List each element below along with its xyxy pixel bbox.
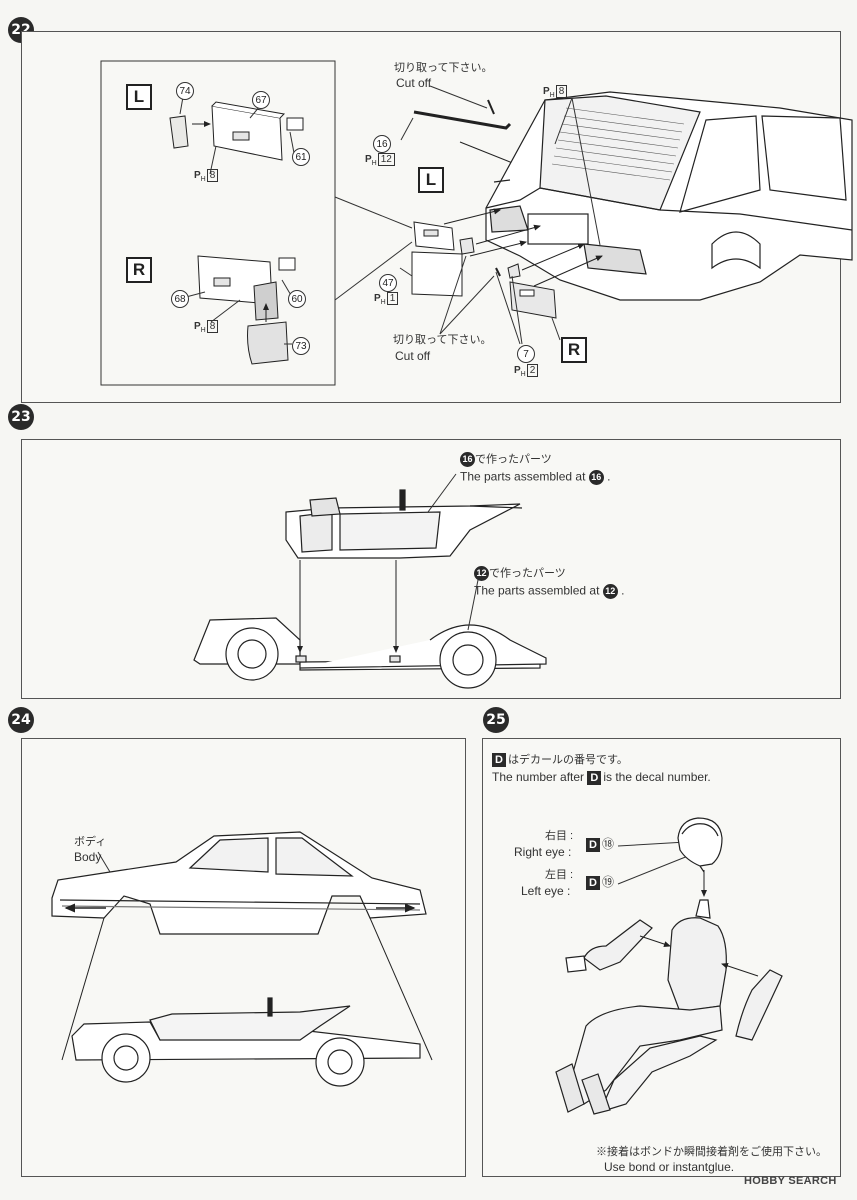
step-number-25: 25 [483, 707, 509, 733]
lamp-right-part [509, 281, 557, 319]
part-number-74: 74 [176, 82, 194, 100]
car-rear-illustration [485, 91, 853, 301]
chassis-with-interior [71, 997, 421, 1087]
left-eye-jp: 左目 : [545, 869, 574, 881]
cut-off-bottom-jp: 切り取って下さい。 [393, 334, 492, 346]
part-number-68: 68 [171, 290, 189, 308]
step23-label12-en: The parts assembled at 12 . [474, 583, 625, 599]
part-number-60: 60 [288, 290, 306, 308]
step25-panel [482, 738, 841, 1177]
glue-note-en: Use bond or instantglue. [604, 1160, 735, 1174]
left-side-badge-inset: L [126, 84, 152, 110]
cut-off-bottom-en: Cut off [395, 349, 431, 363]
cut-off-top-en: Cut off [396, 76, 432, 90]
left-eye-en: Left eye : [521, 884, 571, 898]
right-eye-en: Right eye : [514, 845, 572, 859]
watermark: HOBBY SEARCH [744, 1175, 837, 1187]
body-label-en: Body [74, 850, 102, 864]
part-number-16: 16 [373, 135, 391, 153]
chassis-side [193, 617, 547, 689]
step-number-23: 23 [8, 404, 34, 430]
step23-label16-en: The parts assembled at 16 . [460, 469, 611, 485]
part-number-7: 7 [517, 345, 535, 363]
right-side-badge-inset: R [126, 257, 152, 283]
part-74-left [169, 115, 189, 149]
lamp-housing-left-inset [211, 101, 286, 161]
step-number-24: 24 [8, 707, 34, 733]
part-number-67: 67 [252, 91, 270, 109]
right-side-badge-main: R [561, 337, 587, 363]
interior-tub [285, 489, 523, 559]
car-body-shell [51, 831, 427, 935]
cut-off-top-jp: 切り取って下さい。 [394, 62, 493, 74]
left-side-badge-main: L [418, 167, 444, 193]
body-label-jp: ボディ [74, 836, 107, 848]
glue-note-jp: ※接着はボンドか瞬間接着剤をご使用下さい。 [596, 1146, 827, 1158]
part-number-73: 73 [292, 337, 310, 355]
right-eye-jp: 右目 : [545, 830, 574, 842]
part-number-61: 61 [292, 148, 310, 166]
lamp-left-part [413, 221, 455, 251]
step24-panel [21, 738, 466, 1177]
part-number-47: 47 [379, 274, 397, 292]
driver-figure [555, 817, 783, 1115]
